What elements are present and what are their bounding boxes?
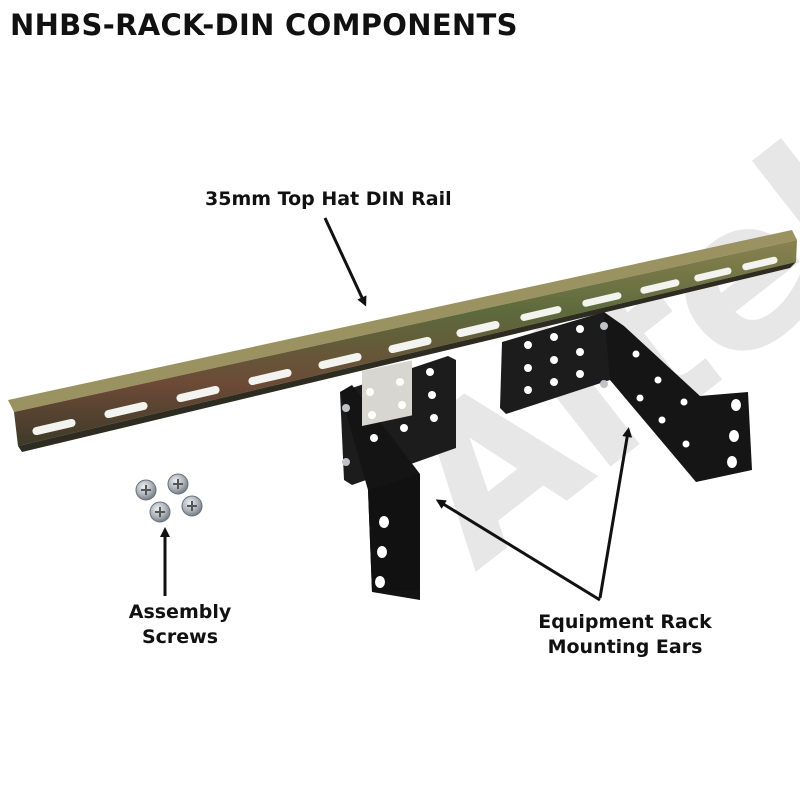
din-rail-arrow <box>323 217 367 307</box>
page-title: NHBS-RACK-DIN COMPONENTS <box>10 8 518 42</box>
screws-label-line-1: Assembly <box>128 601 232 623</box>
ears-arrow-right <box>598 427 633 599</box>
assembly-screws <box>135 473 203 523</box>
ears-label-line-2: Mounting Ears <box>547 636 703 658</box>
ears-label-line-1: Equipment Rack <box>538 611 712 633</box>
screws-label-line-2: Screws <box>141 626 219 648</box>
rack-ear-left <box>340 356 456 600</box>
screws-label: Assembly Screws <box>120 600 240 650</box>
din-rail <box>8 230 797 452</box>
ears-label: Equipment Rack Mounting Ears <box>530 610 720 660</box>
rack-ear-right <box>500 312 752 482</box>
din-rail-label: 35mm Top Hat DIN Rail <box>205 187 452 212</box>
ears-arrow-left <box>435 499 601 602</box>
din-rail-label-line: 35mm Top Hat DIN Rail <box>205 188 452 210</box>
